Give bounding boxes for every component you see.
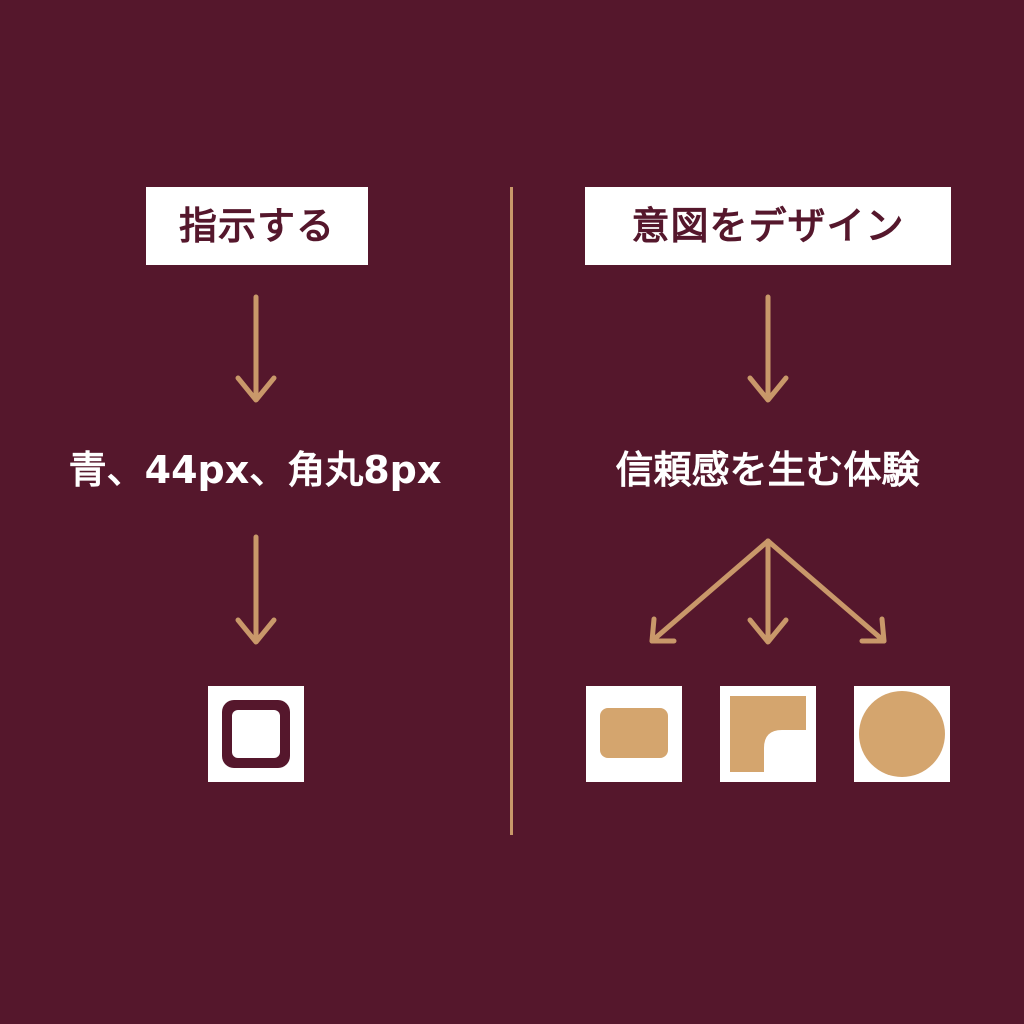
right-arrow-down-1-icon — [747, 294, 789, 403]
circle-icon — [854, 686, 950, 782]
left-arrow-down-2-icon — [235, 534, 277, 645]
center-divider — [510, 187, 513, 835]
corner-notched-square-icon — [720, 686, 816, 782]
left-arrow-down-1-icon — [235, 294, 277, 403]
intent-description: 信頼感を生む体験 — [615, 448, 920, 492]
right-branch-arrow-left-icon — [649, 538, 771, 644]
design-intent-label: 意図をデザイン — [585, 187, 951, 265]
spec-description: 青、44px、角丸8px — [68, 448, 442, 492]
instruct-label: 指示する — [146, 187, 368, 265]
rounded-square-outline-icon — [208, 686, 304, 782]
rounded-rectangle-icon — [586, 686, 682, 782]
right-branch-arrow-center-icon — [747, 538, 789, 645]
right-branch-arrow-right-icon — [765, 538, 887, 644]
